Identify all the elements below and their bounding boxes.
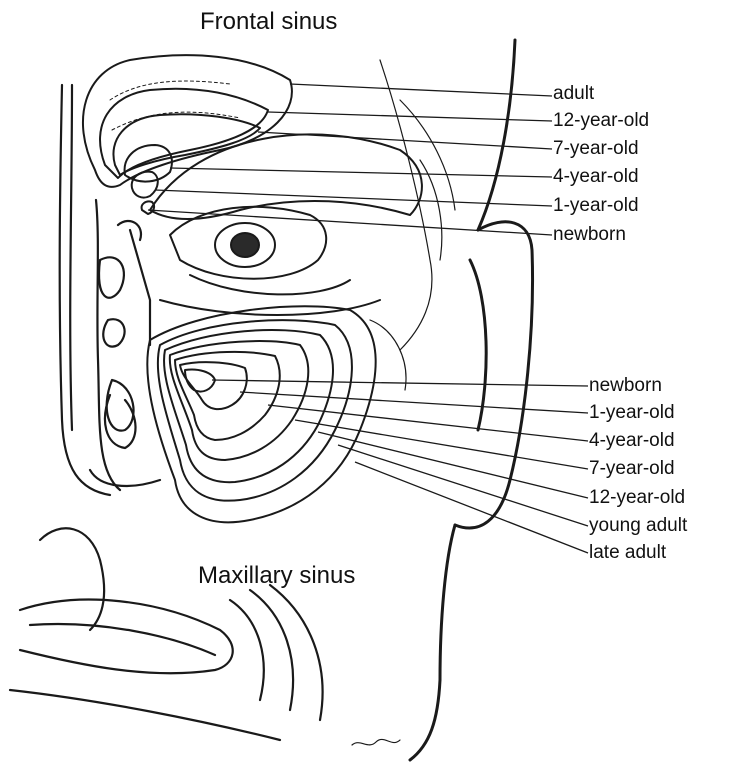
frontal-label-7-year-old: 7-year-old bbox=[553, 138, 639, 160]
maxillary-sinus-title: Maxillary sinus bbox=[198, 562, 355, 590]
maxillary-label-young-adult: young adult bbox=[589, 515, 687, 537]
artist-signature bbox=[352, 739, 400, 745]
maxillary-sinus-outlines bbox=[147, 306, 375, 522]
maxillary-label-12-year-old: 12-year-old bbox=[589, 487, 685, 509]
maxillary-label-newborn: newborn bbox=[589, 375, 662, 397]
frontal-sinus-title: Frontal sinus bbox=[200, 8, 337, 36]
nasal-structures bbox=[60, 85, 150, 495]
frontal-label-4-year-old: 4-year-old bbox=[553, 166, 639, 188]
frontal-sinus-outlines bbox=[83, 55, 292, 214]
mouth-detail bbox=[10, 528, 323, 740]
maxillary-label-1-year-old: 1-year-old bbox=[589, 402, 675, 424]
maxillary-label-late-adult: late adult bbox=[589, 542, 666, 564]
maxillary-leader-lines bbox=[212, 380, 588, 553]
frontal-label-adult: adult bbox=[553, 83, 594, 105]
frontal-label-12-year-old: 12-year-old bbox=[553, 110, 649, 132]
maxillary-label-7-year-old: 7-year-old bbox=[589, 458, 675, 480]
maxillary-label-4-year-old: 4-year-old bbox=[589, 430, 675, 452]
face-contour bbox=[410, 40, 533, 760]
frontal-label-newborn: newborn bbox=[553, 224, 626, 246]
frontal-label-1-year-old: 1-year-old bbox=[553, 195, 639, 217]
